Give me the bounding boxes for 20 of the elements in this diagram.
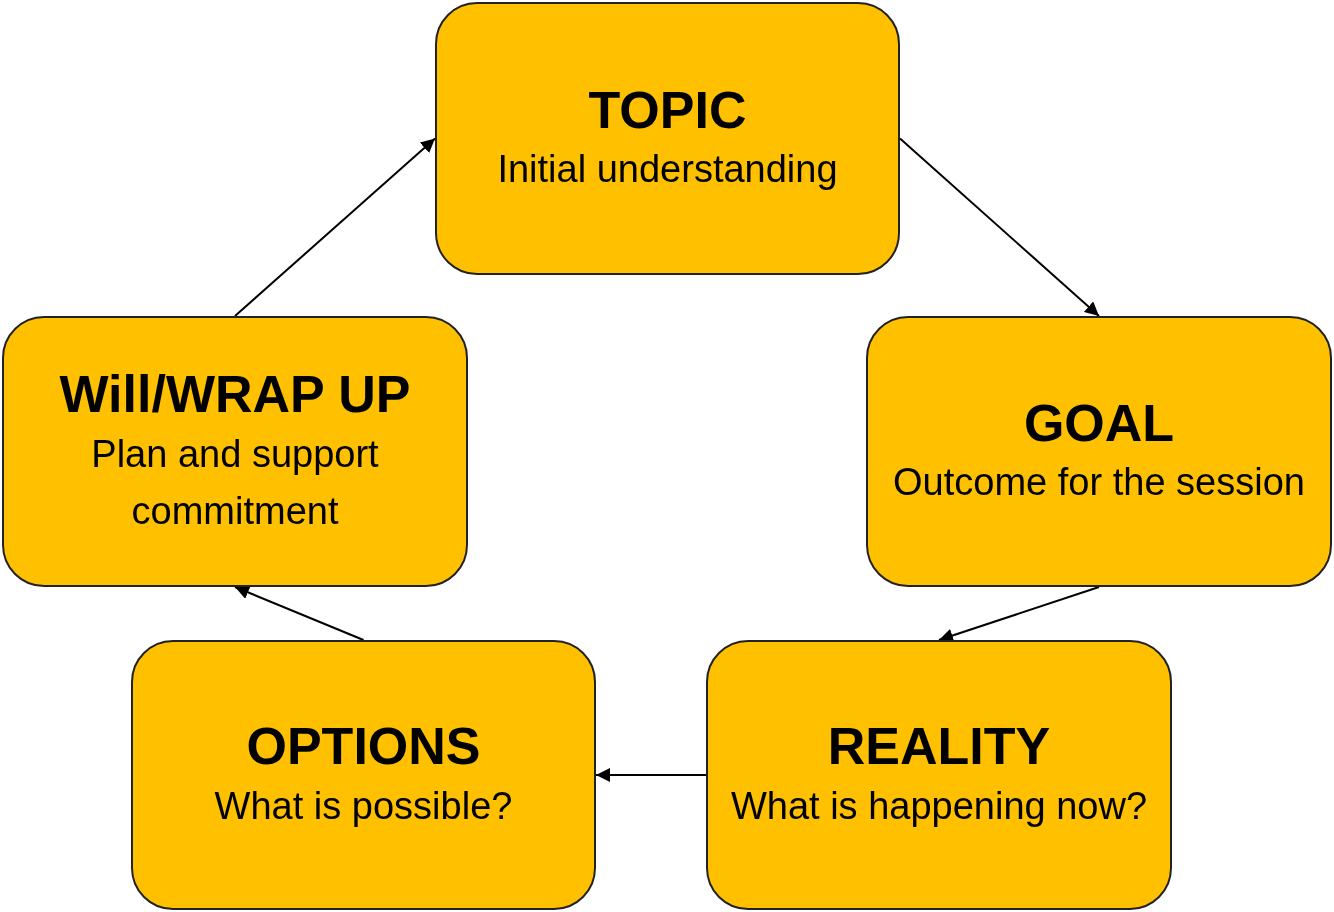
stage-description: Initial understanding — [497, 147, 838, 193]
stage-title: OPTIONS — [246, 716, 481, 778]
stage-box — [2, 316, 468, 587]
arrow — [234, 137, 436, 317]
arrow — [595, 768, 707, 782]
stage-description: What is possible? — [214, 783, 513, 829]
arrow — [234, 585, 365, 641]
arrow — [938, 586, 1100, 643]
stage-box — [866, 316, 1332, 587]
stage-title: TOPIC — [588, 79, 747, 141]
arrow — [899, 137, 1100, 317]
stage-box — [706, 640, 1172, 910]
stage-description: Plan and support commitment — [90, 431, 380, 534]
stage-description: Outcome for the session — [893, 460, 1305, 506]
stage-title: Will/WRAP UP — [59, 364, 411, 426]
stage-description: What is happening now? — [730, 783, 1148, 829]
stage-box — [131, 640, 596, 910]
stage-title: GOAL — [1023, 392, 1175, 454]
stage-title: REALITY — [827, 716, 1051, 778]
stage-box — [435, 2, 900, 275]
